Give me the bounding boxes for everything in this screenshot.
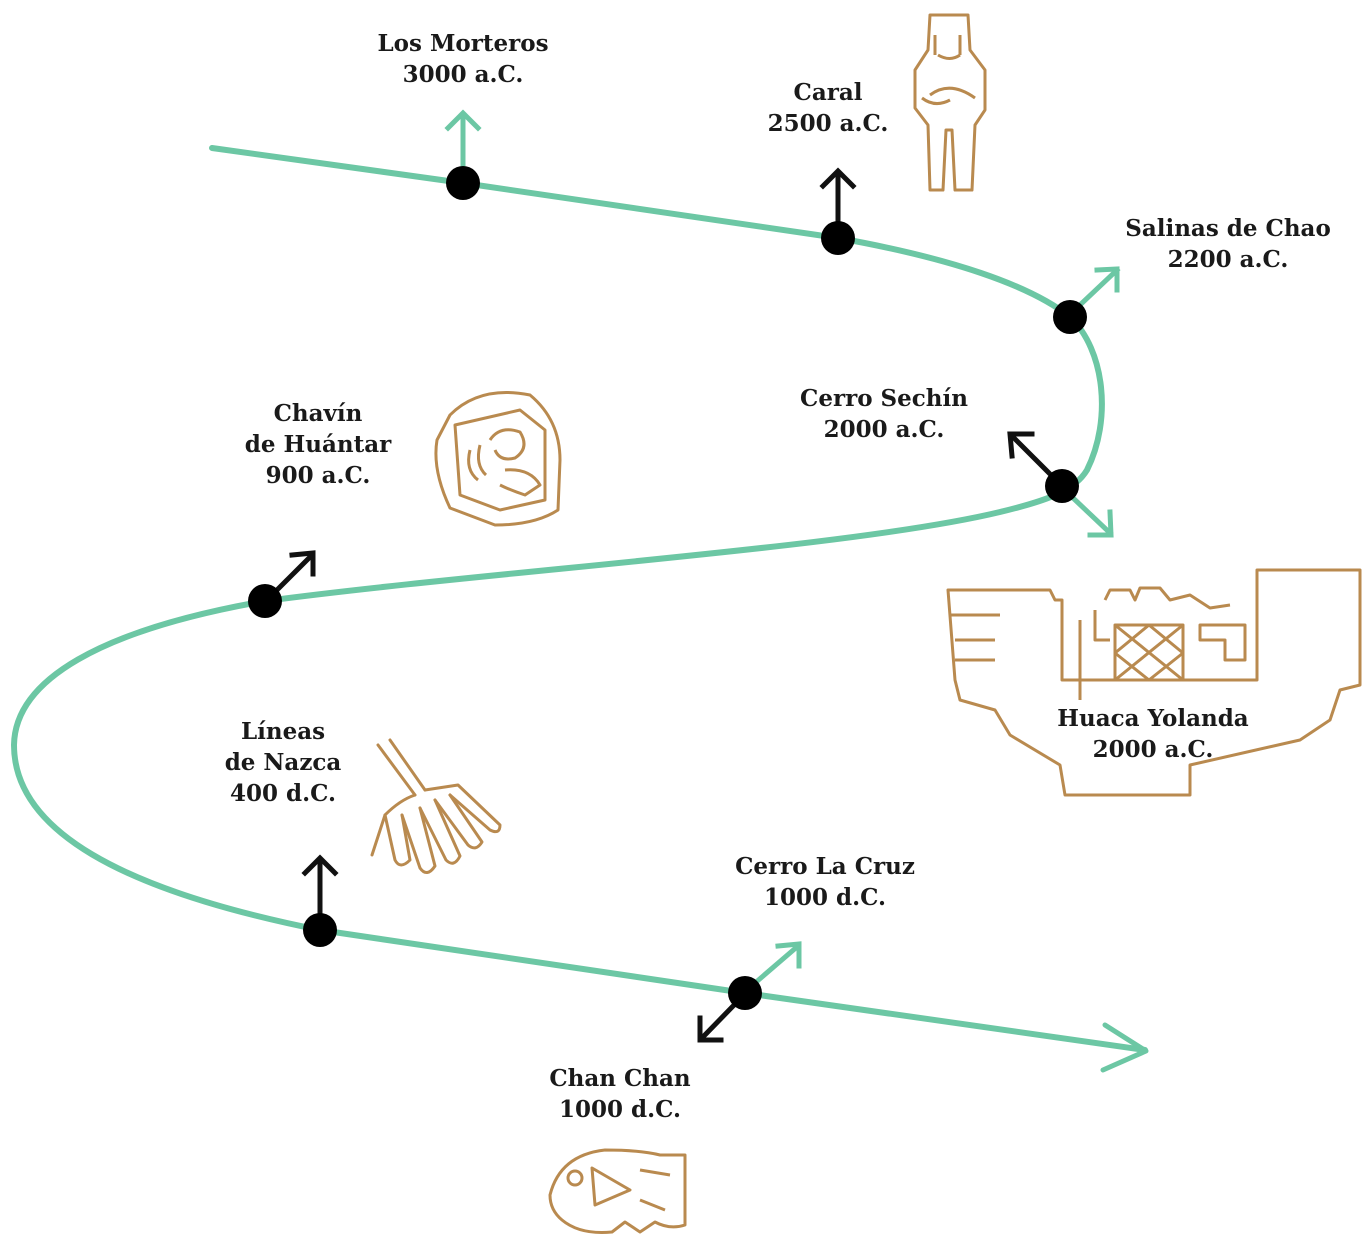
label-cerro-sechin: Cerro Sechín 2000 a.C.: [800, 385, 968, 443]
timeline-end-arrowhead: [1100, 1022, 1149, 1073]
cerro-la-cruz-arrow: [751, 941, 802, 987]
lineas-de-nazca-arrow: [301, 854, 339, 920]
label-chavin: Chavín de Huántar 900 a.C.: [244, 400, 392, 489]
chan-chan-arrow: [697, 999, 740, 1043]
label-cerro-la-cruz: Cerro La Cruz 1000 d.C.: [735, 853, 915, 911]
dot-cerro-sechin: [1045, 469, 1079, 503]
cerro-sechin-arrow: [1007, 431, 1056, 480]
dot-los-morteros: [446, 166, 480, 200]
huaca-yolanda-frieze-icon: [946, 568, 1362, 797]
timeline-path: [11, 145, 1148, 1053]
dot-caral: [821, 221, 855, 255]
dot-salinas-de-chao: [1053, 300, 1087, 334]
los-morteros-arrow: [444, 109, 482, 173]
dot-chavin: [248, 584, 282, 618]
label-huaca-yolanda: Huaca Yolanda 2000 a.C.: [1057, 705, 1249, 763]
huaca-yolanda-arrow: [1068, 493, 1114, 538]
label-salinas-de-chao: Salinas de Chao 2200 a.C.: [1125, 215, 1331, 273]
label-lineas-de-nazca: Líneas de Nazca 400 d.C.: [224, 718, 342, 807]
nazca-hands-icon: [370, 738, 502, 874]
dot-cerro-la-cruz: [728, 976, 762, 1010]
salinas-de-chao-arrow: [1076, 266, 1121, 309]
caral-figurine-icon: [913, 13, 987, 192]
caral-arrow: [819, 167, 857, 228]
chavin-arrow: [271, 550, 316, 596]
label-chan-chan: Chan Chan 1000 d.C.: [549, 1065, 691, 1123]
label-caral: Caral 2500 a.C.: [767, 79, 889, 137]
label-los-morteros: Los Morteros 3000 a.C.: [377, 30, 549, 88]
chavin-head-icon: [434, 391, 562, 527]
chan-chan-fish-icon: [548, 1148, 687, 1234]
dot-lineas-de-nazca: [303, 913, 337, 947]
